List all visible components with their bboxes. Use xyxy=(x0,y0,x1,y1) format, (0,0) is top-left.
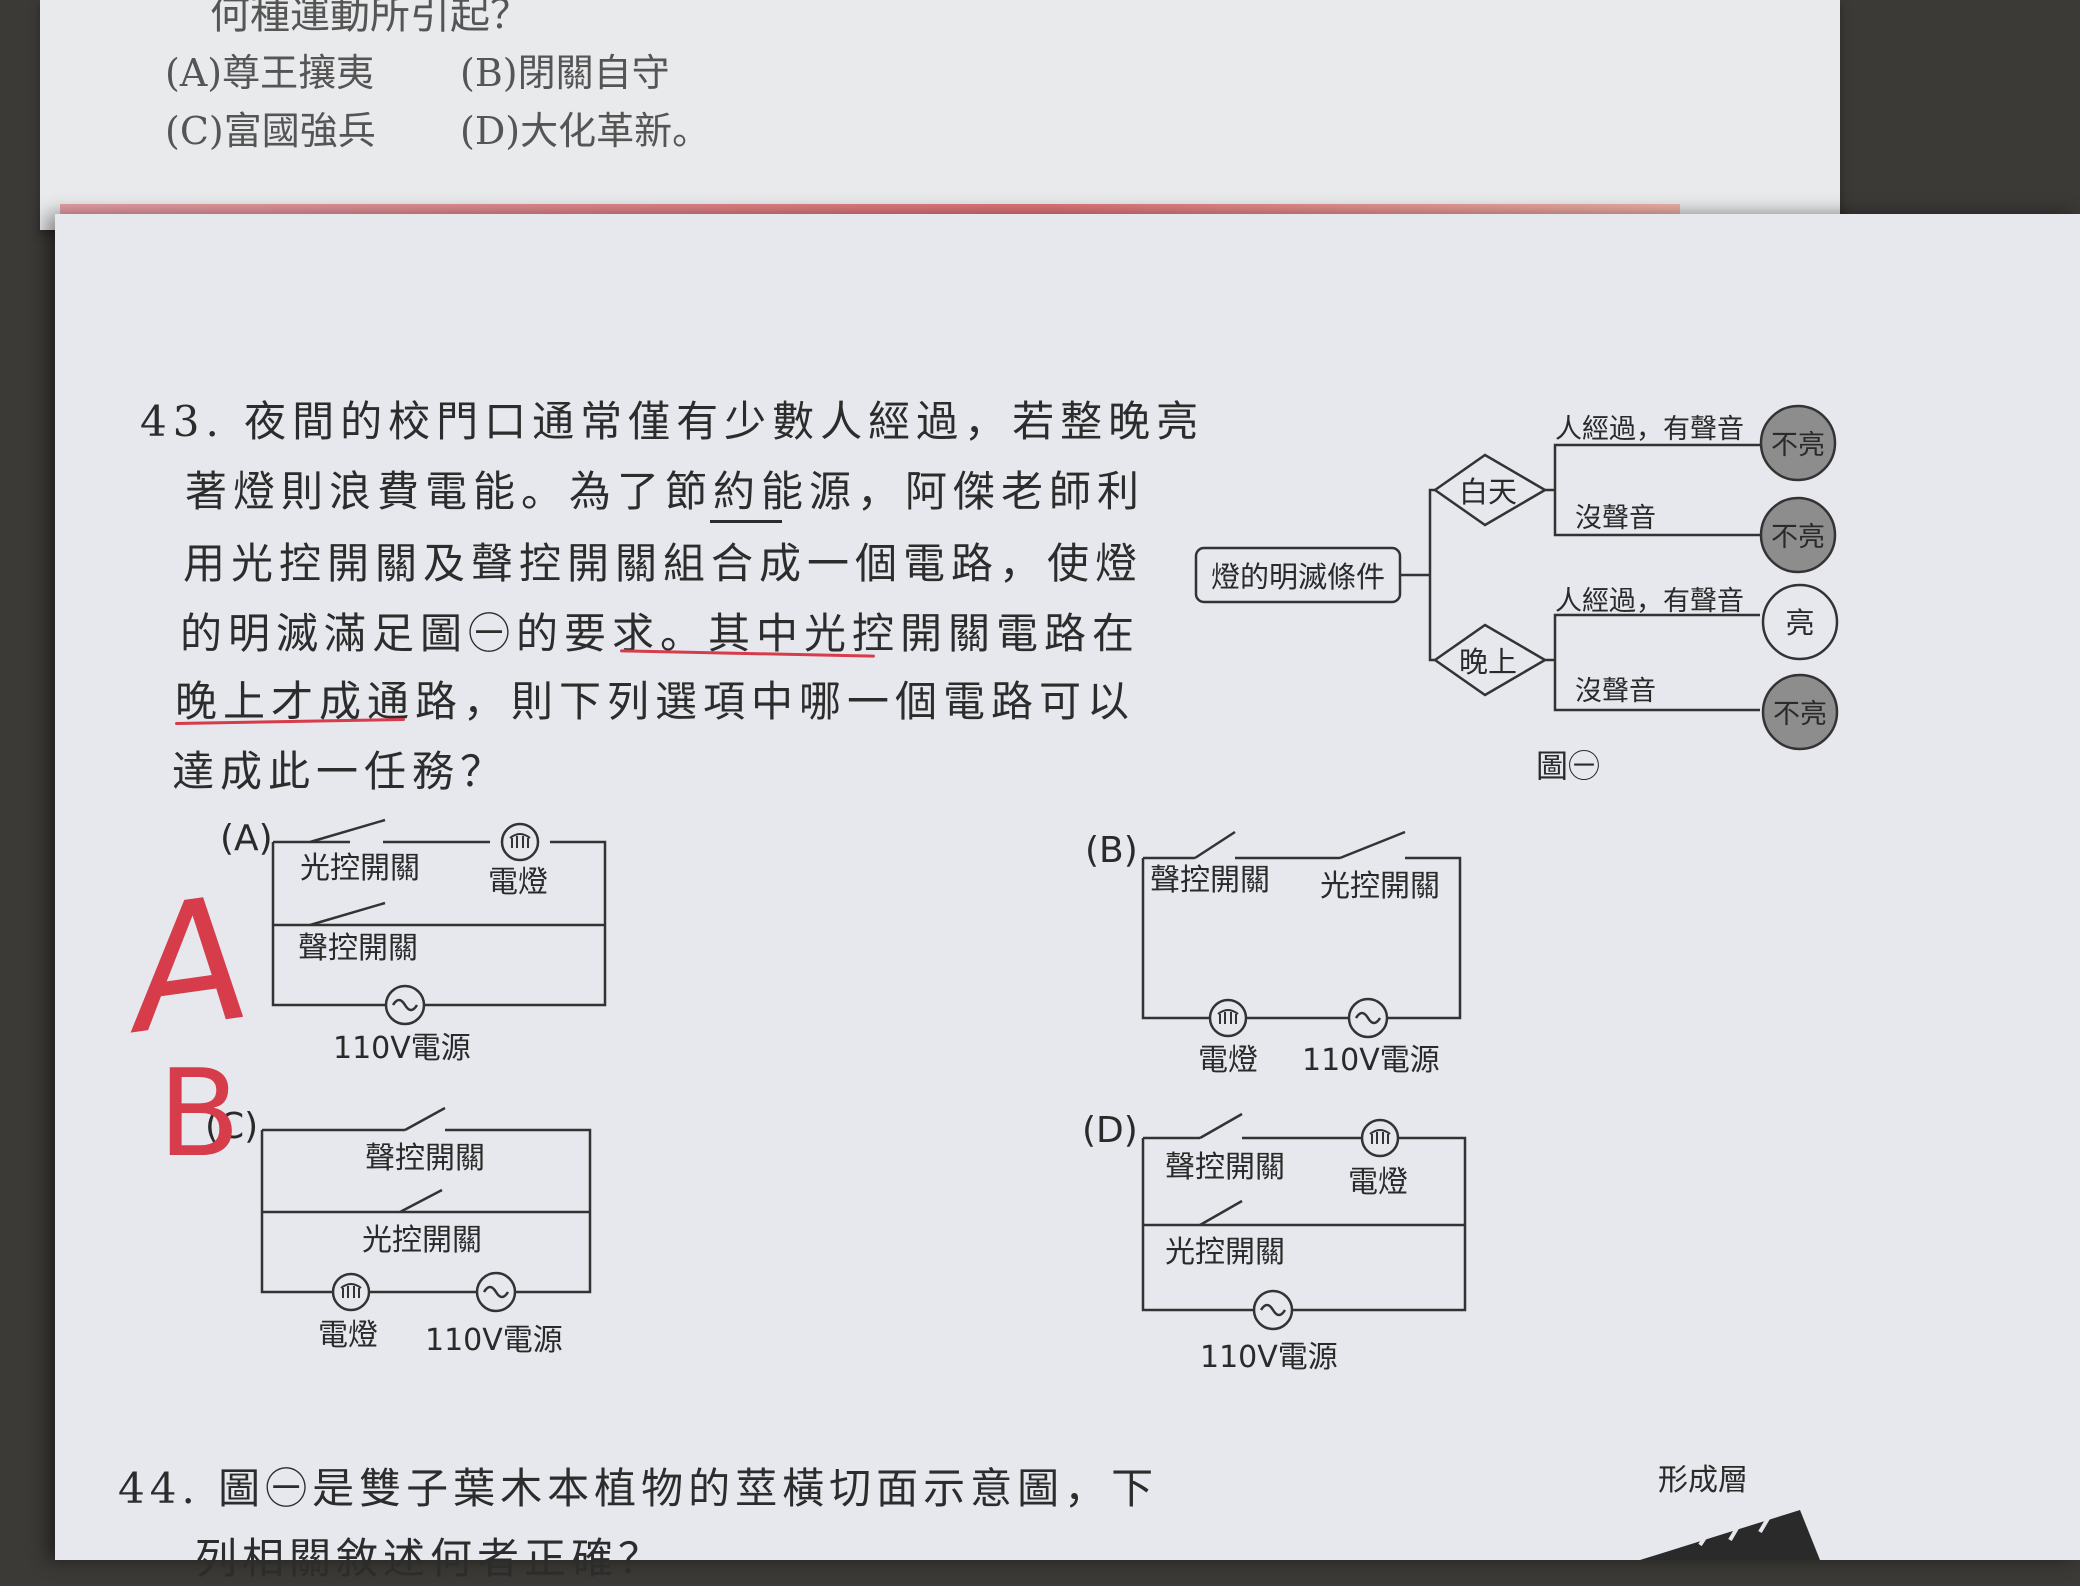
circuit-c-lamp-label: 電燈 xyxy=(318,1318,378,1353)
circuit-d-light-switch xyxy=(1199,1199,1243,1227)
night-branches xyxy=(1545,613,1760,712)
result-night-silent-label: 不亮 xyxy=(1773,699,1827,730)
circuit-c-sound-switch xyxy=(404,1106,446,1132)
circuit-b-lamp-icon xyxy=(1208,998,1248,1038)
handwritten-a: A xyxy=(108,860,261,1074)
exam-page xyxy=(55,214,2080,1560)
day-label: 白天 xyxy=(1459,475,1517,509)
circuit-c-light-switch xyxy=(399,1188,443,1214)
circuit-b-light-switch xyxy=(1339,830,1406,860)
prev-option-a: (A)尊王攘夷 xyxy=(165,51,375,95)
circuit-b-sound-switch xyxy=(1194,830,1236,860)
circuit-b-sound-switch-label: 聲控開關 xyxy=(1150,863,1270,898)
figure-caption: 圖㊀ xyxy=(1536,747,1600,785)
q44-figure-label: 形成層 xyxy=(1658,1463,1748,1498)
circuit-d-lamp-label: 電燈 xyxy=(1348,1165,1408,1200)
q43-line-5: 晚上才成通路，則下列選項中哪一個電路可以 xyxy=(175,677,1136,726)
circuit-c-lamp-icon xyxy=(331,1272,371,1312)
circuit-a-source-label: 110V電源 xyxy=(333,1031,471,1066)
circuit-d-label: (D) xyxy=(1082,1110,1138,1151)
circuit-b: (B) 聲控開關 光控開關 電燈 110V電源 xyxy=(1085,830,1462,1078)
day-branches xyxy=(1545,443,1760,537)
name-underline xyxy=(710,520,782,523)
root-connector xyxy=(1400,488,1435,662)
circuit-b-lamp-label: 電燈 xyxy=(1198,1043,1258,1078)
circuit-c-sound-switch-label: 聲控開關 xyxy=(365,1141,485,1176)
circuit-a: (A) 光控開關 電燈 聲控開關 110V電源 xyxy=(220,818,607,1066)
q44-figure-fragment: 形成層 xyxy=(1640,1463,1820,1560)
circuit-d-sound-switch-label: 聲控開關 xyxy=(1165,1150,1285,1185)
night-silent-label: 沒聲音 xyxy=(1575,676,1656,707)
circuit-b-light-switch-label: 光控開關 xyxy=(1320,869,1440,904)
previous-page-sheet: 何種運動所引起？ (A)尊王攘夷 (B)閉關自守 (C)富國強兵 (D)大化革新… xyxy=(40,0,1840,230)
circuit-d-light-switch-label: 光控開關 xyxy=(1165,1235,1285,1270)
circuit-c: (C) 聲控開關 光控開關 電燈 110V電源 xyxy=(205,1106,592,1358)
result-night-people xyxy=(1761,583,1839,661)
q43-line-2: 著燈則浪費電能。為了節約能源，阿傑老師利 xyxy=(185,467,1146,516)
root-label: 燈的明滅條件 xyxy=(1211,560,1385,594)
result-day-silent xyxy=(1759,496,1837,574)
result-night-people-label: 亮 xyxy=(1785,606,1814,640)
q44-line-2: 列相關敘述何者正確？ xyxy=(195,1534,666,1583)
circuit-a-light-switch-label: 光控開關 xyxy=(300,851,420,886)
circuit-c-light-switch-label: 光控開關 xyxy=(362,1223,482,1258)
night-people-label: 人經過，有聲音 xyxy=(1555,586,1744,617)
prev-option-d: (D)大化革新。 xyxy=(460,109,711,153)
day-silent-label: 沒聲音 xyxy=(1575,503,1656,534)
handwritten-b: B xyxy=(158,1045,240,1184)
q44-line-1: 44. 圖㊀是雙子葉木本植物的莖橫切面示意圖，下 xyxy=(118,1464,1159,1513)
result-day-silent-label: 不亮 xyxy=(1771,522,1825,553)
circuit-c-label: (C) xyxy=(205,1106,258,1147)
circuit-a-label: (A) xyxy=(220,818,273,859)
q43-line-3: 用光控開關及聲控開關組合成一個電路，使燈 xyxy=(183,539,1144,588)
result-day-people-label: 不亮 xyxy=(1771,430,1825,461)
circuit-c-source-label: 110V電源 xyxy=(425,1323,563,1358)
result-night-silent xyxy=(1761,673,1839,751)
circuit-a-lamp-icon xyxy=(500,822,540,862)
result-day-people xyxy=(1759,404,1837,482)
handwritten-marks: A B xyxy=(108,860,261,1184)
circuit-d: (D) 聲控開關 電燈 光控開關 110V電源 xyxy=(1082,1110,1467,1375)
circuit-d-sound-switch xyxy=(1199,1112,1243,1140)
q43-line-6: 達成此一任務？ xyxy=(172,747,509,796)
prev-option-b: (B)閉關自守 xyxy=(460,51,670,95)
circuit-a-light-switch xyxy=(309,818,386,844)
circuit-a-lamp-label: 電燈 xyxy=(488,865,548,900)
prev-question-tail: 何種運動所引起？ xyxy=(210,0,530,38)
night-label: 晚上 xyxy=(1459,645,1517,679)
circuit-d-lamp-icon xyxy=(1360,1118,1400,1158)
day-people-label: 人經過，有聲音 xyxy=(1555,414,1744,445)
prev-option-c: (C)富國強兵 xyxy=(165,109,376,153)
q43-line-1: 43. 夜間的校門口通常僅有少數人經過，若整晚亮 xyxy=(140,397,1205,446)
lamp-condition-flowchart: 燈的明滅條件 白天 晚上 人經過，有聲音 沒聲音 人經過，有聲音 沒聲音 不亮 … xyxy=(1194,404,1839,785)
circuit-a-sound-switch xyxy=(309,901,386,927)
circuit-b-label: (B) xyxy=(1085,830,1138,871)
circuit-b-source-label: 110V電源 xyxy=(1302,1043,1440,1078)
circuit-a-sound-switch-label: 聲控開關 xyxy=(298,931,418,966)
circuit-d-source-label: 110V電源 xyxy=(1200,1340,1338,1375)
